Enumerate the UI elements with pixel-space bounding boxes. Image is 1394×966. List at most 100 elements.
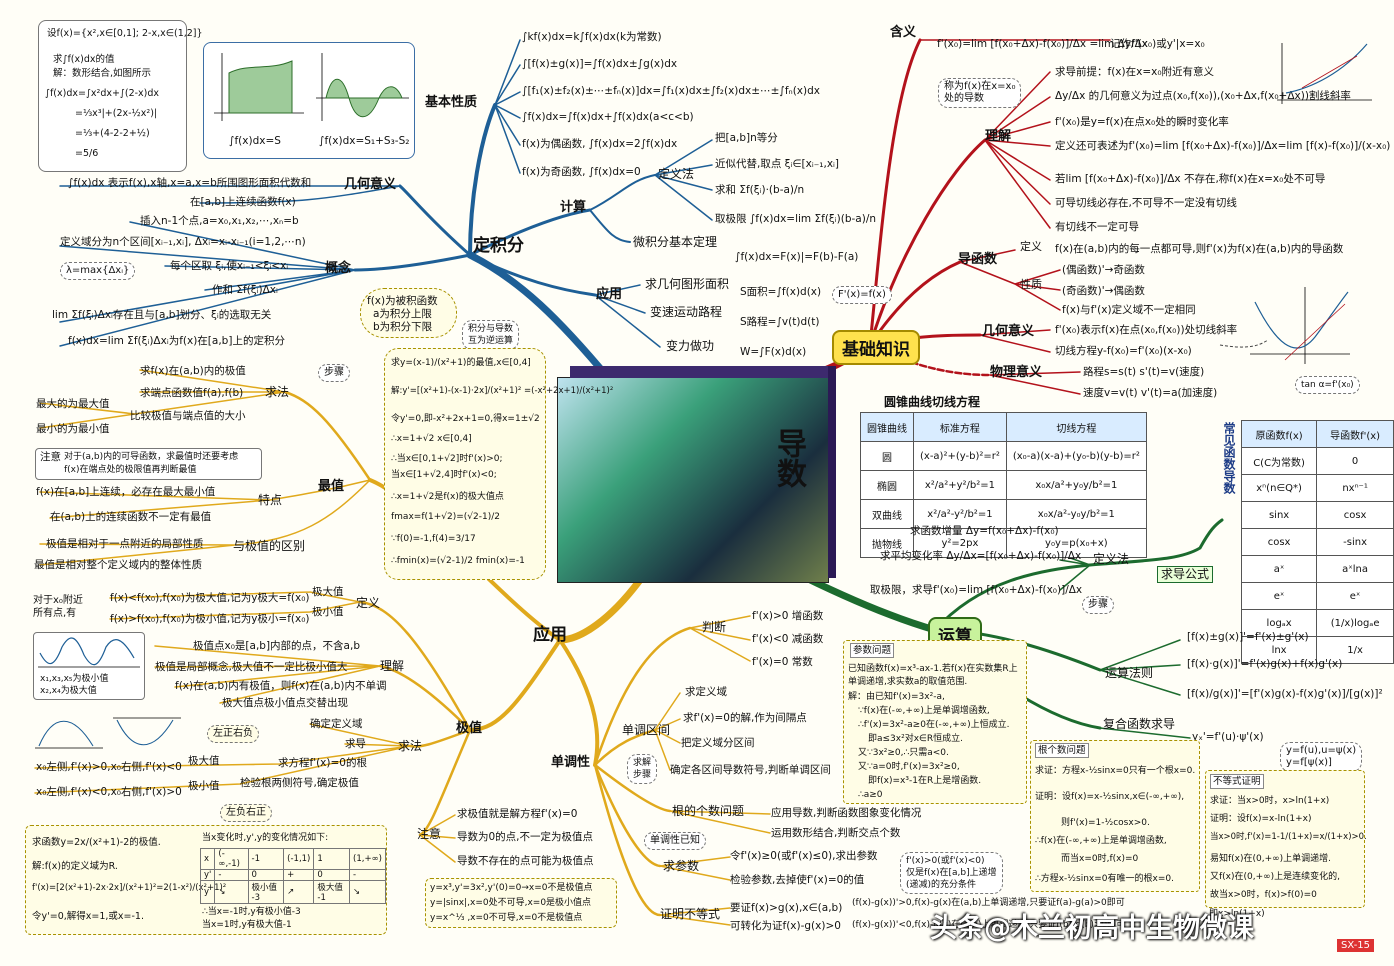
extremum-graph	[38, 637, 140, 668]
conic-cell: x₀x/a²-y₀y/b²=1	[1005, 499, 1147, 529]
ftc-formula: ∫f(x)dx=F(x)|=F(b)-F(a)	[735, 251, 859, 263]
near-note-2: 所有点,有	[33, 608, 77, 619]
formula-title: 求导公式	[1157, 566, 1214, 583]
derivs-title: 常见函数导数	[1222, 422, 1236, 494]
deriv-cell: eˣ	[1240, 582, 1318, 610]
def-step-3: 求和 Σf(ξᵢ)·(b-a)/n	[715, 184, 805, 196]
mono-step-4: 确定各区间导数符号,判断单调区间	[670, 764, 831, 776]
center-card-side	[828, 366, 836, 578]
param-title: 求参数	[663, 859, 700, 873]
ex-ext-3: f'(x)=[2(x²+1)-2x·2x]/(x²+1)²=2(1-x²)/(x…	[32, 883, 227, 893]
near-note-1: 对于x₀附近	[33, 595, 83, 606]
judge-2: f'(x)<0 减函数	[752, 633, 824, 645]
mono-title: 单调性	[551, 755, 591, 770]
concept-6: f(x)dx=lim Σf(ξᵢ)Δxᵢ为f(x)在[a,b]上的定积分	[68, 335, 285, 347]
comp-note: y=f(u),u=ψ(x) y=f[ψ(x)]	[1280, 742, 1363, 772]
param-q-9: 即f(x)=x³-1在R上是增函数.	[868, 776, 982, 786]
ex-table-row: x (-∞,-1) -1 (-1,1) 1 (1,+∞)	[199, 848, 386, 870]
prop-3: ∫[f₁(x)±f₂(x)±⋯±fₙ(x)]dx=∫f₁(x)dx±∫f₂(x)…	[522, 85, 820, 97]
mutual-note-2: 互为逆运算	[468, 336, 514, 346]
ineq-6: 故当x>0时，f(x)>f(0)=0	[1210, 890, 1317, 900]
graph-caption-1: ∫f(x)dx=S	[229, 135, 281, 147]
prop-1: ∫kf(x)dx=k∫f(x)dx(k为常数)	[522, 31, 662, 43]
phys-1: 路程s=s(t) s'(t)=v(速度)	[1083, 366, 1205, 378]
derfunc-def-label: 定义	[1020, 240, 1042, 253]
ext-method-3: 求方程f'(x)=0的根	[278, 757, 367, 769]
deriv-cell: cosx	[1316, 501, 1394, 529]
ineq-1: 求证：当x>0时，x>ln(1+x)	[1210, 796, 1330, 806]
feature-1: f(x)在[a,b]上连续，必存在最大最小值	[36, 486, 216, 498]
att-ex-1: y=x³,y'=3x²,y'(0)=0→x=0不是极值点	[430, 883, 593, 893]
ext-def-2: f(x)>f(x₀),f(x₀)为极小值,记为y极小=f(x₀)	[110, 613, 310, 625]
ext-method-2: 求导	[345, 738, 366, 750]
watermark: 头条@木兰初高中生物微课	[930, 913, 1254, 944]
concept-2: 定义域分为n个区间[xᵢ₋₁,xᵢ], Δxᵢ=xᵢ-xᵢ₋₁(i=1,2,⋯n…	[60, 236, 306, 248]
prop-4: ∫f(x)dx=∫f(x)dx+∫f(x)dx(a<c<b)	[522, 111, 694, 123]
mono-interval: 单调区间	[622, 723, 671, 737]
app-distance: 变速运动路程	[650, 305, 723, 319]
param-1: 令f'(x)≥0(或f'(x)≤0),求出参数	[730, 850, 878, 862]
prop-2: ∫[f(x)±g(x)]=∫f(x)dx±∫g(x)dx	[522, 58, 678, 70]
ftc-note: F'(x)=f(x)	[832, 286, 892, 304]
und-3: f'(x₀)是y=f(x)在点x₀处的瞬时变化率	[1055, 116, 1229, 128]
deriv-row: cosx-sinx	[1240, 528, 1394, 556]
max-step-4: 最大的为最大值	[36, 398, 110, 410]
deriv-header-row: 原函数f(x) 导函数f'(x)	[1240, 420, 1394, 448]
deriv-cell: aˣlna	[1316, 555, 1394, 583]
app-work-formula: W=∫F(x)d(x)	[740, 346, 807, 358]
max-step-2: 求端点函数值f(a),f(b)	[140, 387, 244, 399]
root-q-1: 求证：方程x-½sinx=0只有一个根x=0.	[1035, 766, 1196, 776]
conic-cell: 椭圆	[860, 470, 914, 500]
ex-table-cell: +	[283, 869, 315, 881]
ex-table-row: y ↘ 极小值 -3 ↗ 极大值 -1 ↘	[199, 880, 386, 904]
meaning-bubble: 称为f(x)在x=x₀ 处的导数	[938, 78, 1022, 108]
calc-def-title: 定义法	[1093, 552, 1130, 566]
param-q-title: 参数问题	[850, 643, 895, 658]
ineq-4: 易知f(x)在(0,+∞)上单调递增.	[1210, 854, 1332, 864]
ex-ext-1: 求函数y=2x/(x²+1)-2的极值.	[32, 837, 161, 848]
ex-table-cell: (1,+∞)	[349, 848, 386, 870]
conic-cell: 抛物线	[860, 528, 914, 558]
concept-4: 作和 Σf(ξᵢ)Δxᵢ	[212, 284, 278, 296]
calc-step-1: 求函数增量 Δy=f(x₀+Δx)-f(x₀)	[910, 525, 1059, 537]
def-step-4: 取极限 ∫f(x)dx=lim Σf(ξᵢ)(b-a)/n	[715, 213, 877, 225]
root-q-3: 则f'(x)=1-½cosx>0.	[1061, 818, 1150, 828]
side-max: x₀左侧,f'(x)>0,x₀右侧,f'(x)<0	[36, 761, 182, 773]
conic-row: 抛物线 y²=2px y₀y=p(x₀+x)	[860, 528, 1147, 558]
max-method: 求法	[265, 385, 290, 399]
mutual-note-1: 积分与导数	[468, 324, 514, 334]
geo-title: 几何意义	[982, 324, 1035, 339]
derfunc-prop-2: (奇函数)'→偶函数	[1062, 285, 1145, 297]
mono-step-tag-1: 求解	[633, 758, 652, 768]
ex-table-cell: 0	[313, 869, 351, 881]
conic-cell: x²/a²-y²/b²=1	[913, 499, 1007, 529]
ex-table-cell: y	[199, 880, 216, 904]
ex-table-cell: -1	[247, 848, 285, 870]
phys-2: 速度v=v(t) v'(t)=a(加速度)	[1083, 387, 1218, 399]
ex-max-5: ∴当x∈[0,1+√2]时f'(x)>0;	[391, 454, 503, 464]
att-ex-3: y=x^⅓ ,x=0不可导,x=0不是极值点	[430, 913, 583, 923]
ex-table: x (-∞,-1) -1 (-1,1) 1 (1,+∞) y' - 0 + 0 …	[199, 848, 386, 904]
param-note-3: (递减)的充分条件	[906, 880, 977, 890]
def-step-1: 把[a,b]n等分	[715, 132, 778, 144]
ineq-title: 不等式证明	[1210, 774, 1264, 789]
ex-table-cell: (-∞,-1)	[214, 848, 249, 870]
meaning-formula: f'(x₀)=lim [f(x₀+Δx)-f(x₀)]/Δx =lim Δy/Δ…	[937, 38, 1148, 50]
mono-step-1: 求定义域	[685, 686, 727, 698]
ex-max-4: ∴x=1+√2 x∈[0,4]	[391, 434, 472, 444]
roots-title: 根的个数问题	[672, 804, 745, 818]
def-step-2: 近似代替,取点 ξᵢ∈[xᵢ₋₁,xᵢ]	[715, 158, 840, 170]
ineq-2: 证明：设f(x)=x-ln(1+x)	[1210, 814, 1312, 824]
param-q-5: ∴f'(x)=3x²-a≥0在(-∞,+∞)上恒成立.	[858, 720, 1010, 730]
roots-1: 应用导数,判断函数图象变化情况	[771, 807, 922, 819]
ex-ext-end-2: 当x=1时,y有极大值-1	[202, 920, 292, 930]
app-area: 求几何图形面积	[645, 277, 730, 291]
derivs-table: 原函数f(x) 导函数f'(x) C(C为常数)0 xⁿ(n∈Q*)nxⁿ⁻¹ …	[1240, 420, 1394, 664]
ex-table-cell: -	[214, 869, 249, 881]
conic-row: 圆 (x-a)²+(y-b)²=r² (x₀-a)(x-a)+(y₀-b)(y-…	[860, 441, 1147, 471]
derfunc-prop-3: f(x)与f'(x)定义域不一定相同	[1062, 304, 1196, 316]
ex-table-cell: 极大值 -1	[313, 880, 351, 904]
feature-label: 特点	[258, 493, 283, 507]
geo-2: 切线方程y-f(x₀)=f'(x₀)(x-x₀)	[1055, 345, 1192, 357]
